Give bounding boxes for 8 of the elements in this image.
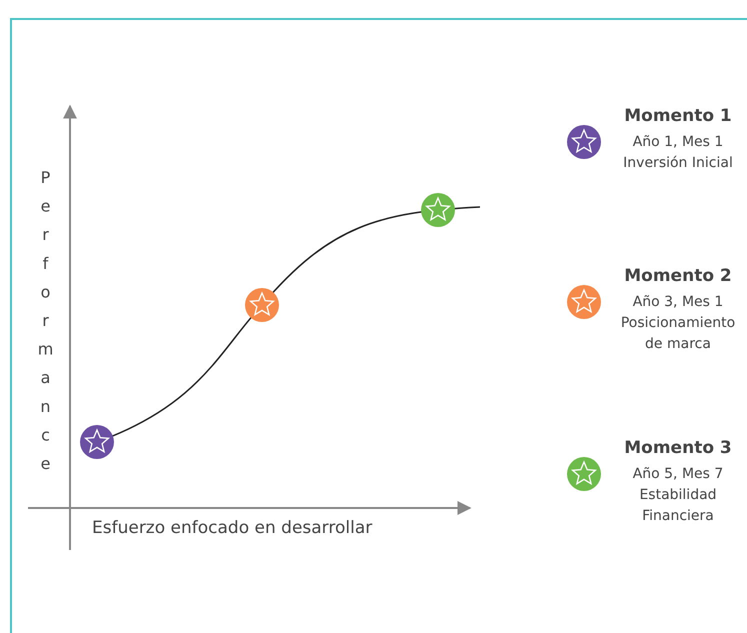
legend-description: Año 1, Mes 1 Inversión Inicial [622,133,734,173]
axis-label: Performance [36,168,54,483]
legend-title: Momento 3 [623,438,733,458]
legend-title: Momento 2 [623,266,733,286]
legend-title: Momento 1 [623,106,733,126]
axis-label: Esfuerzo enfocado en desarrollar [92,518,372,538]
legend-description: Año 3, Mes 1 Posicionamiento de marca [620,293,736,354]
legend-description: Año 5, Mes 7 Estabilidad Financiera [632,465,724,526]
